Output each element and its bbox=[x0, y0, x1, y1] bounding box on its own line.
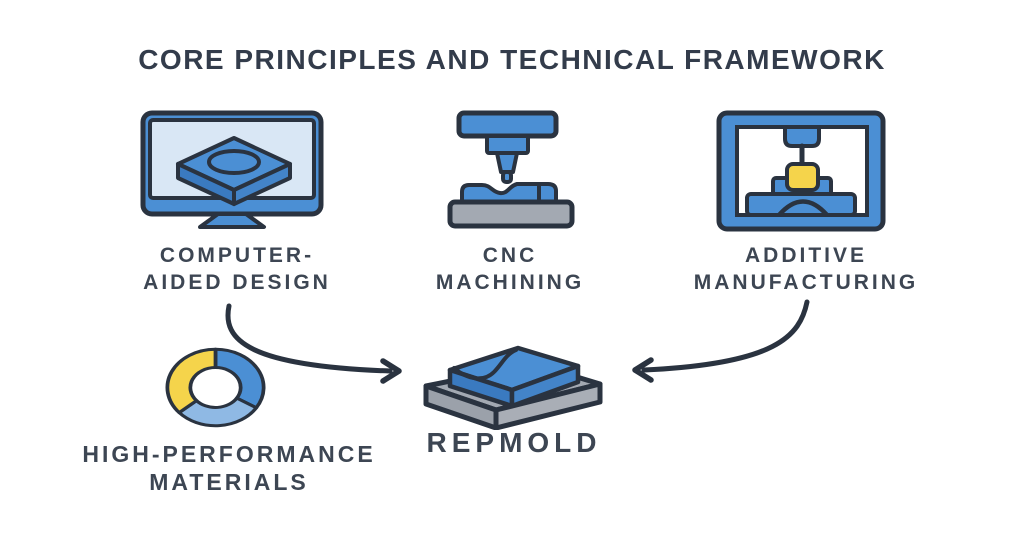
donut-chart-icon bbox=[165, 347, 266, 428]
cnc-milling-machine-icon bbox=[447, 110, 575, 229]
label-cnc-machining: CNC MACHINING bbox=[436, 242, 584, 296]
page-title: CORE PRINCIPLES AND TECHNICAL FRAMEWORK bbox=[138, 44, 886, 75]
3d-printer-icon bbox=[716, 110, 886, 232]
label-line: HIGH-PERFORMANCE bbox=[82, 441, 376, 467]
label-line: COMPUTER- bbox=[159, 244, 315, 267]
label-line: MATERIALS bbox=[149, 469, 309, 495]
label-line: ADDITIVE bbox=[744, 244, 868, 267]
label-line: AIDED DESIGN bbox=[143, 271, 331, 294]
label-line: CNC bbox=[482, 244, 538, 267]
label-line: MACHINING bbox=[435, 271, 585, 294]
label-high-performance-materials: HIGH-PERFORMANCE MATERIALS bbox=[82, 440, 375, 496]
label-repmold: REPMOLD bbox=[426, 427, 602, 458]
arrow-additive-to-repmold bbox=[632, 299, 810, 383]
mold-block-icon bbox=[423, 345, 603, 430]
label-computer-aided-design: COMPUTER- AIDED DESIGN bbox=[143, 242, 331, 296]
label-line: MANUFACTURING bbox=[693, 271, 919, 294]
label-additive-manufacturing: ADDITIVE MANUFACTURING bbox=[694, 242, 918, 296]
computer-monitor-cad-icon bbox=[140, 110, 324, 229]
